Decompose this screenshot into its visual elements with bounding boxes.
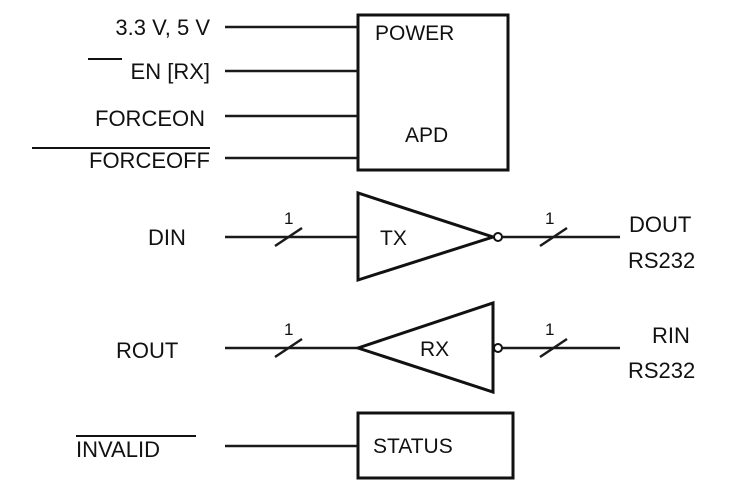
invalid-label: INVALID [76,437,160,462]
forceon-label: FORCEON [95,106,205,131]
tx-group: DIN 1 TX 1 DOUT RS232 [148,190,695,283]
rx-in-bus-slash [539,337,568,359]
tx-buffer-triangle [356,190,498,283]
supply-label: 3.3 V, 5 V [115,15,210,40]
tx-label: TX [380,227,407,250]
tx-out-bus-slash [539,226,568,248]
enable-label: EN [RX] [131,59,210,84]
rx-group: ROUT 1 RX 1 RIN RS232 [116,300,695,395]
rx-out-bus-slash [274,337,303,359]
din-label: DIN [148,225,186,250]
rx-label: RX [420,338,449,361]
tx-in-bus-slash [274,226,303,248]
status-box [356,411,515,480]
rin-rs232-label: RS232 [628,358,695,383]
status-label: STATUS [373,435,453,458]
rout-label: ROUT [116,338,178,363]
apd-label: APD [405,124,448,147]
tx-inversion-bubble [493,232,503,242]
rx-buffer-triangle [353,300,495,395]
dout-rs232-label: RS232 [628,248,695,273]
power-apd-box [356,13,510,172]
tx-in-bus-width: 1 [284,209,293,228]
power-apd-group: POWER APD 3.3 V, 5 V EN [RX] FORCEON FOR… [32,13,510,173]
tx-out-bus-width: 1 [545,209,554,228]
dout-label: DOUT [629,212,691,237]
power-label: POWER [375,22,454,45]
rx-inversion-bubble [493,343,503,353]
rx-in-bus-width: 1 [545,320,554,339]
forceoff-label: FORCEOFF [89,148,210,173]
rin-label: RIN [652,323,690,348]
status-group: STATUS INVALID [76,411,515,480]
rx-out-bus-width: 1 [284,320,293,339]
